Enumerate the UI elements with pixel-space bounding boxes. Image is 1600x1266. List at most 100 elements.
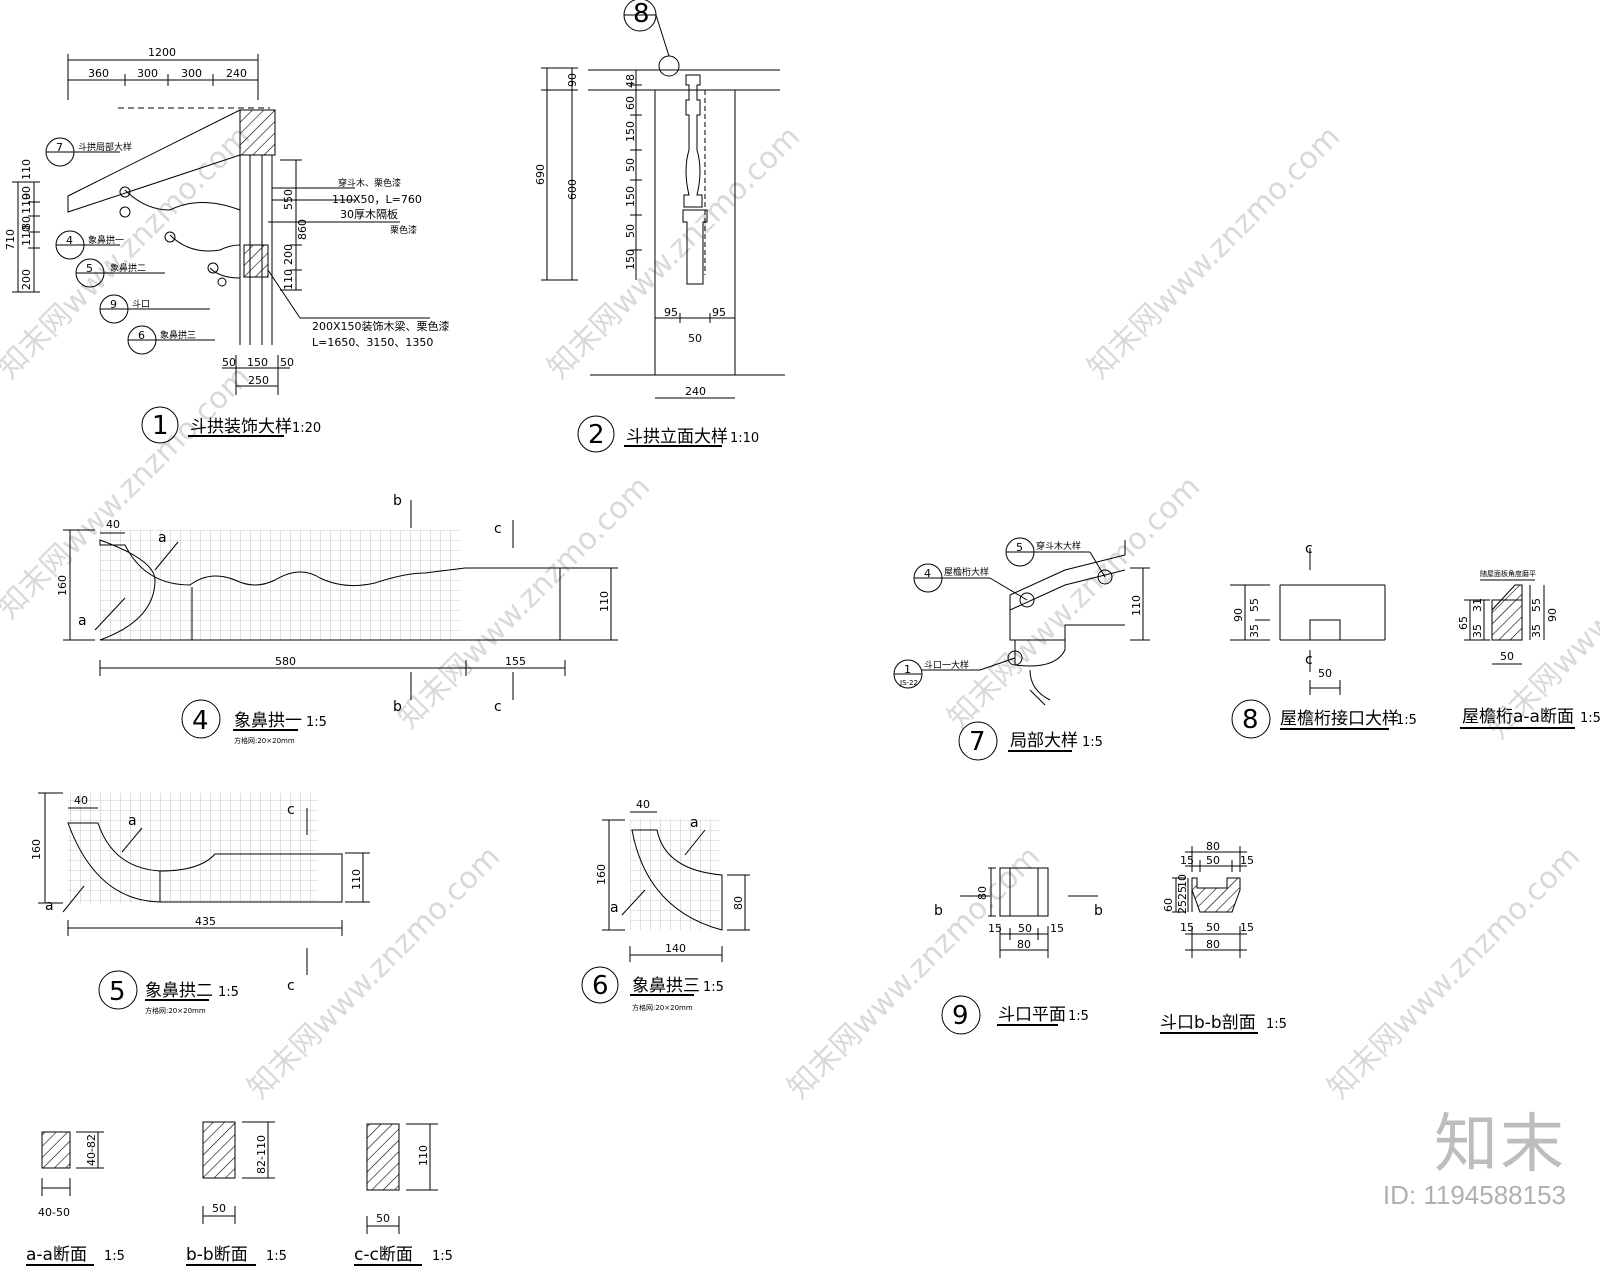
dim: 150 xyxy=(247,356,268,369)
detail-title: 象鼻拱二 xyxy=(145,981,213,1001)
detail-scale: 1:5 xyxy=(703,980,724,995)
section-mark: b xyxy=(393,699,402,715)
dim: 50 xyxy=(1206,854,1220,867)
dim: 35 xyxy=(1530,624,1543,638)
dim: 48 xyxy=(624,74,637,88)
dim: 60 xyxy=(624,96,637,110)
dim: 15 xyxy=(1240,854,1254,867)
detail-5-elephant-arch-2 xyxy=(38,792,370,1010)
detail-scale: 1:10 xyxy=(730,431,759,446)
detail-1-bracket-decoration xyxy=(12,54,430,444)
detail-title: 屋檐桁接口大样 xyxy=(1280,709,1399,729)
dim: 550 xyxy=(282,189,295,210)
detail-5-text: 40 160 110 435 a a c c 5 象鼻拱二 1:5 方格网:20… xyxy=(30,794,363,1015)
section-mark: b xyxy=(393,493,402,509)
dim: 435 xyxy=(195,915,216,928)
dim: 95 xyxy=(712,306,726,319)
detail-scale: 1:5 xyxy=(432,1249,453,1264)
section-mark: c xyxy=(1305,652,1313,668)
dim: 150 xyxy=(624,121,637,142)
detail-9-bracket-plan xyxy=(941,867,1098,1035)
dim: 80 xyxy=(1206,840,1220,853)
dim: 360 xyxy=(88,67,109,80)
callout-number: 4 xyxy=(66,234,73,247)
dim: 300 xyxy=(137,67,158,80)
note: 200X150装饰木梁、栗色漆 xyxy=(312,319,450,333)
dim: 25 xyxy=(1176,886,1189,900)
section-a-a-text: 40-82 40-50 a-a断面 1:5 xyxy=(26,1134,125,1265)
watermark: 知末网www.znzmo.com xyxy=(941,469,1207,735)
dim: 240 xyxy=(226,67,247,80)
dim: 160 xyxy=(56,575,69,596)
section-mark: a xyxy=(78,613,87,629)
dim: 110 xyxy=(417,1145,430,1166)
note: 随屋面板角度磨平 xyxy=(1480,569,1536,578)
detail-number: 4 xyxy=(192,706,209,736)
section-b-b-text: 82-110 50 b-b断面 1:5 xyxy=(186,1135,287,1265)
detail-2-bracket-elevation xyxy=(541,0,785,453)
detail-7-local-detail xyxy=(893,537,1150,761)
dim: 50 xyxy=(1206,921,1220,934)
brand-logo: 知末 xyxy=(1434,1108,1566,1182)
dim: 65 xyxy=(1457,616,1470,630)
dim: 80 xyxy=(1017,938,1031,951)
dim: 50 xyxy=(212,1202,226,1215)
dim: 31 xyxy=(1471,598,1484,612)
section-mark: a xyxy=(610,900,619,916)
detail-number: 6 xyxy=(592,971,609,1001)
dim: 50 xyxy=(624,158,637,172)
detail-scale: 1:20 xyxy=(292,421,321,436)
dim: 80 xyxy=(976,886,989,900)
dim: 50 xyxy=(280,356,294,369)
dim: 15 xyxy=(1180,921,1194,934)
dim: 82-110 xyxy=(255,1135,268,1174)
callout-label: 斗口 xyxy=(132,299,150,310)
dim: 40-82 xyxy=(85,1134,98,1166)
detail-4-text: 40 160 110 580 155 a a b b c c 4 象鼻拱一 1:… xyxy=(56,493,611,745)
section-a-a xyxy=(26,1131,104,1266)
dim: 80 xyxy=(732,896,745,910)
detail-title: 斗拱装饰大样 xyxy=(190,417,292,437)
watermark: 知末网www.znzmo.com xyxy=(781,839,1047,1105)
detail-7-text: 110 4 屋檐桁大样 5 穿斗木大样 1 JS-22 斗口一大样 7 局部大样… xyxy=(899,540,1143,757)
note: 栗色漆 xyxy=(390,224,417,236)
dim: 690 xyxy=(534,164,547,185)
dim: 35 xyxy=(1248,624,1261,638)
callout-number: 4 xyxy=(924,567,931,580)
callout-label: 象鼻拱三 xyxy=(160,329,196,341)
dim: 80 xyxy=(20,216,33,230)
dim: 110 xyxy=(20,159,33,180)
detail-title: 象鼻拱三 xyxy=(632,976,700,996)
callout-label: 斗拱局部大样 xyxy=(78,141,132,153)
dim: 40 xyxy=(106,518,120,531)
dim: 15 xyxy=(1240,921,1254,934)
section-mark: c xyxy=(494,521,502,537)
dim: 150 xyxy=(624,186,637,207)
section-c-c-text: 110 50 c-c断面 1:5 xyxy=(354,1145,453,1265)
note: L=1650、3150、1350 xyxy=(312,336,433,349)
dim: 600 xyxy=(566,179,579,200)
section-mark: a xyxy=(45,898,54,914)
dim: 160 xyxy=(30,839,43,860)
detail-9b-bracket-section xyxy=(1160,846,1258,1034)
dim: 110 xyxy=(1130,595,1143,616)
dim: 50 xyxy=(222,356,236,369)
detail-title: 局部大样 xyxy=(1010,731,1078,751)
dim: 580 xyxy=(275,655,296,668)
dim: 15 xyxy=(988,922,1002,935)
section-mark: c xyxy=(287,978,295,994)
callout-label: 斗口一大样 xyxy=(924,659,969,671)
detail-title: 斗拱立面大样 xyxy=(626,427,728,447)
section-b-b xyxy=(186,1121,275,1266)
detail-9-text: 80 15 50 15 80 b b 9 斗口平面 1:5 xyxy=(934,886,1103,1031)
detail-8a-eave-purlin-section xyxy=(1460,579,1575,729)
dim: 200 xyxy=(20,269,33,290)
callout-label: 穿斗木大样 xyxy=(1036,540,1081,552)
callout-number: 9 xyxy=(110,298,117,311)
dim: 710 xyxy=(4,229,17,250)
section-mark: c xyxy=(287,802,295,818)
callout-number: 8 xyxy=(633,0,650,29)
callout-number: 7 xyxy=(56,141,63,154)
dim: 250 xyxy=(248,374,269,387)
